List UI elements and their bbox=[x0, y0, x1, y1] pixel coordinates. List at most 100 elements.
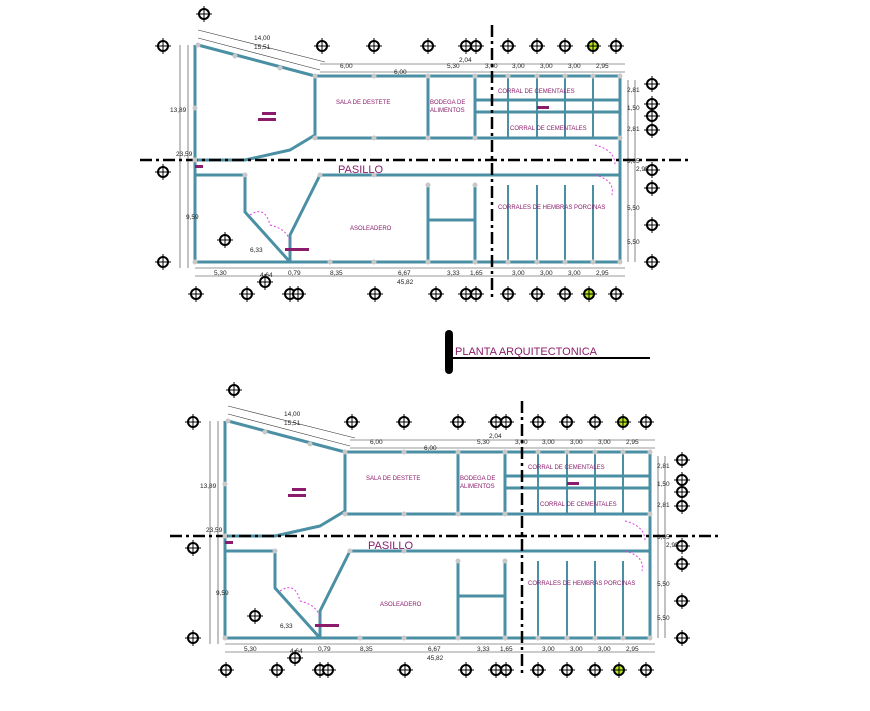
dim-bot-i: 3,00 bbox=[540, 270, 553, 277]
dim-right-d: 3,05 bbox=[657, 534, 670, 541]
drawing-title: PLANTA ARQUITECTONICA bbox=[455, 346, 598, 358]
wall-junction-dot bbox=[502, 449, 508, 455]
room-label-corral-cem-2: CORRAL DE CEMENTALES bbox=[510, 126, 587, 132]
wall-junction-dot bbox=[272, 548, 278, 554]
dim-top-b: 15,51 bbox=[284, 420, 301, 427]
dim-top-e: 5,30 bbox=[477, 439, 490, 446]
wall-junction-dot bbox=[620, 635, 626, 641]
dim-top-f: 2,04 bbox=[459, 57, 472, 64]
dim-bot-h: 3,00 bbox=[542, 646, 555, 653]
dim-right-e: 2,95 bbox=[666, 542, 679, 549]
dim-diagonal: 6,33 bbox=[280, 623, 293, 630]
wall-junction-dot bbox=[620, 449, 626, 455]
grid-bubbles bbox=[185, 382, 690, 678]
room-markers bbox=[225, 482, 579, 627]
wall-junction-dot bbox=[312, 135, 318, 141]
wall-junction-dot bbox=[592, 449, 598, 455]
dim-left-a: 13,89 bbox=[170, 107, 187, 114]
dim-right-a: 2,81 bbox=[657, 463, 670, 470]
dim-top-b: 15,51 bbox=[254, 44, 271, 51]
wall-junction-dot bbox=[371, 73, 377, 79]
dim-top-i: 3,00 bbox=[540, 63, 553, 70]
wall-junction-dot bbox=[307, 441, 313, 447]
wall-junction-dot bbox=[425, 73, 431, 79]
dim-top-c: 6,00 bbox=[370, 439, 383, 446]
wall-junction-dot bbox=[534, 73, 540, 79]
wall-junction-dot bbox=[564, 449, 570, 455]
wall-junction-dot bbox=[222, 481, 228, 487]
room-label-bodega-1: BODEGA DE bbox=[430, 100, 465, 106]
room-label-bodega-1: BODEGA DE bbox=[460, 476, 495, 482]
wall-junction-dot bbox=[562, 73, 568, 79]
dim-top-c: 6,00 bbox=[340, 63, 353, 70]
wall-junction-dot bbox=[455, 558, 461, 564]
door-swings bbox=[279, 520, 646, 622]
dim-left-c: 9,59 bbox=[216, 590, 229, 597]
wall-junction-dot bbox=[327, 259, 333, 265]
wall-junction-dot bbox=[425, 135, 431, 141]
wall-junction-dot bbox=[225, 418, 231, 424]
dim-right-d: 3,05 bbox=[627, 158, 640, 165]
wall-junction-dot bbox=[371, 259, 377, 265]
wall-junction-dot bbox=[317, 172, 323, 178]
room-label-bodega-2: ALIMENTOS bbox=[430, 108, 465, 114]
dim-left-a: 13,89 bbox=[200, 483, 217, 490]
wall-junction-dot bbox=[262, 429, 268, 435]
dim-right-f: 5,50 bbox=[627, 205, 640, 212]
dim-top-j: 3,00 bbox=[568, 63, 581, 70]
wall-junction-dot bbox=[277, 65, 283, 71]
dim-bot-f: 3,33 bbox=[447, 270, 460, 277]
dim-top-k: 2,95 bbox=[626, 439, 639, 446]
wall-junction-dot bbox=[502, 511, 508, 517]
wall-junction-dot bbox=[564, 635, 570, 641]
wall-junction-dot bbox=[592, 635, 598, 641]
dim-right-b: 1,50 bbox=[657, 481, 670, 488]
dim-top-g: 3,00 bbox=[515, 439, 528, 446]
wall-junction-dot bbox=[617, 135, 623, 141]
wall-junction-dot bbox=[401, 511, 407, 517]
dim-bot-b: 4,64 bbox=[290, 648, 303, 655]
wall-junction-dot bbox=[502, 635, 508, 641]
wall-junction-dot bbox=[562, 259, 568, 265]
dim-right-c: 2,81 bbox=[657, 502, 670, 509]
dim-bot-d: 8,35 bbox=[330, 270, 343, 277]
dim-bot-b: 4,64 bbox=[260, 272, 273, 279]
wall-junction-dot bbox=[455, 449, 461, 455]
dim-right-g: 5,50 bbox=[657, 615, 670, 622]
door-swings bbox=[249, 144, 616, 246]
wall-junction-dot bbox=[472, 135, 478, 141]
wall-junction-dot bbox=[401, 635, 407, 641]
dim-top-e: 5,30 bbox=[447, 63, 460, 70]
room-label-asoleadero: ASOLEADERO bbox=[350, 226, 392, 232]
dim-top-d: 6,00 bbox=[394, 69, 407, 76]
wall-junction-dot bbox=[502, 558, 508, 564]
floor-plan-top: SALA DE DESTETE BODEGA DE ALIMENTOS CORR… bbox=[140, 6, 690, 302]
dim-top-d: 6,00 bbox=[424, 445, 437, 452]
wall-junction-dot bbox=[505, 73, 511, 79]
dim-top-f: 2,04 bbox=[489, 433, 502, 440]
dim-bot-k: 2,95 bbox=[596, 270, 609, 277]
room-label-corrales-hembras: CORRALES DE HEMBRAS PORCINAS bbox=[498, 205, 605, 211]
floor-plan-bottom: SALA DE DESTETE BODEGA DE ALIMENTOS CORR… bbox=[170, 382, 720, 678]
dim-bot-c: 0,79 bbox=[288, 270, 301, 277]
wall-junction-dot bbox=[472, 182, 478, 188]
wall-junction-dot bbox=[647, 449, 653, 455]
wall-junction-dot bbox=[347, 548, 353, 554]
drawing-title-block: PLANTA ARQUITECTONICA bbox=[445, 330, 650, 374]
dim-right-e: 2,95 bbox=[636, 166, 649, 173]
dim-left-b: 23,59 bbox=[176, 151, 193, 158]
wall-junction-dot bbox=[535, 635, 541, 641]
wall-junction-dot bbox=[371, 172, 377, 178]
dim-bot-i: 3,00 bbox=[570, 646, 583, 653]
pen-dividers bbox=[537, 452, 624, 638]
pen-dividers bbox=[507, 76, 594, 262]
wall-junction-dot bbox=[425, 182, 431, 188]
room-label-bodega-2: ALIMENTOS bbox=[460, 484, 495, 490]
room-label-corral-cem-1: CORRAL DE CEMENTALES bbox=[528, 465, 605, 471]
dim-bot-a: 5,30 bbox=[244, 646, 257, 653]
wall-junction-dot bbox=[647, 511, 653, 517]
dimension-labels: 14,00 15,51 6,00 6,00 5,30 2,04 3,00 3,0… bbox=[170, 35, 649, 286]
dim-top-h: 3,00 bbox=[542, 439, 555, 446]
walls bbox=[193, 43, 622, 264]
dim-bot-j: 3,00 bbox=[598, 646, 611, 653]
